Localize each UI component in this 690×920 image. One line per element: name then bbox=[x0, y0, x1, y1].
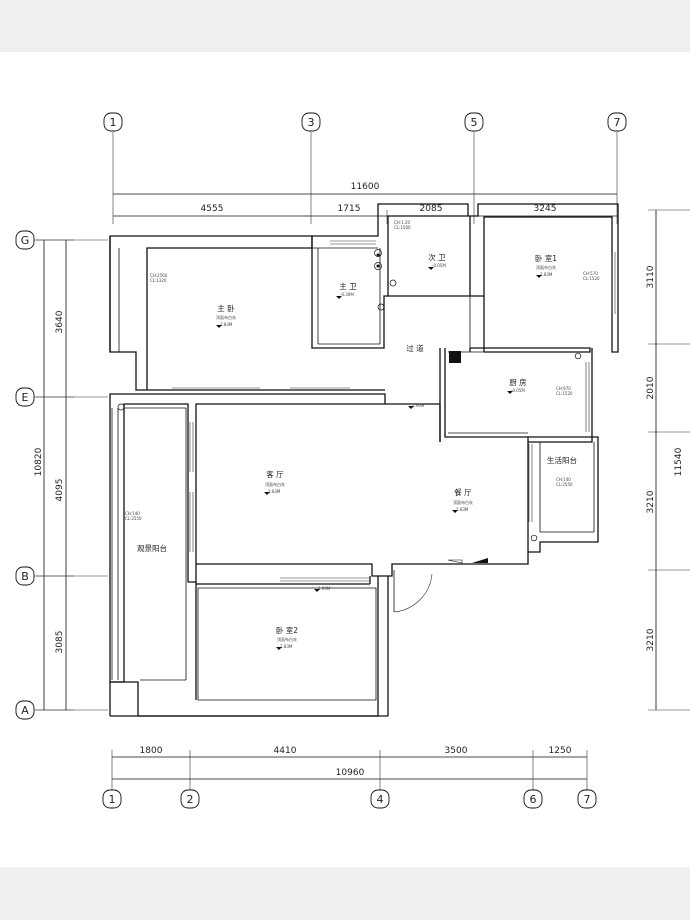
top-dim-3: 2085 bbox=[420, 204, 443, 214]
axis-bubble-top-3: 3 bbox=[308, 116, 315, 129]
service-balcony-label: 生活阳台 bbox=[547, 455, 577, 465]
axis-bubble-bottom-6: 6 bbox=[530, 793, 537, 806]
bottom-dimension-chain: 1800 4410 3500 1250 10960 bbox=[111, 746, 588, 792]
top-axis-bubbles: 1 3 5 7 bbox=[103, 112, 627, 132]
bedroom2-door-elev: 2.90M bbox=[318, 586, 331, 591]
bottom-dim-3: 3500 bbox=[445, 746, 468, 756]
right-total-dim: 11540 bbox=[674, 447, 684, 476]
bedroom2-label: 卧 室2 bbox=[276, 625, 298, 635]
right-dim-2: 2010 bbox=[646, 376, 656, 399]
living-elev: 2.83M bbox=[268, 489, 281, 494]
axis-bubble-left-a: A bbox=[21, 704, 29, 717]
second-bath-label: 次 卫 bbox=[428, 252, 446, 262]
top-dim-4: 3245 bbox=[534, 204, 557, 214]
drawing-sheet: 11600 4555 1715 2085 3245 1 3 5 7 1800 4… bbox=[0, 52, 690, 867]
room-corridor: 过 道 2.90M bbox=[406, 343, 425, 408]
room-second-bath: 次 卫 -0.05M CH:1.20 CL:1500 bbox=[394, 220, 446, 268]
view-balcony-cl: CL:2550 bbox=[125, 516, 142, 521]
axis-bubble-top-7: 7 bbox=[614, 116, 621, 129]
master-bedroom-note: 顶面布白灰 bbox=[216, 314, 236, 320]
bedroom1-note: 顶面布白灰 bbox=[536, 264, 556, 270]
top-dim-2: 1715 bbox=[338, 204, 361, 214]
left-axis-bubbles: G E B A bbox=[15, 230, 35, 720]
windows-and-doors bbox=[172, 240, 616, 613]
walls bbox=[109, 203, 619, 717]
view-balcony-ch: CH:140 bbox=[125, 511, 140, 516]
axis-bubble-bottom-1: 1 bbox=[109, 793, 116, 806]
bottom-axis-bubbles: 1 2 4 6 7 bbox=[102, 789, 597, 809]
room-bedroom-1: 卧 室1 顶面布白灰 2.83M CH:570 CL:1520 bbox=[535, 253, 600, 281]
living-label: 客 厅 bbox=[266, 469, 284, 479]
left-total-dim: 10820 bbox=[34, 447, 44, 476]
master-bedroom-elev: 2.83M bbox=[220, 322, 233, 327]
bedroom1-ch: CH:570 bbox=[583, 271, 598, 276]
axis-bubble-top-5: 5 bbox=[471, 116, 478, 129]
service-balcony-cl: CL:2550 bbox=[556, 482, 573, 487]
corridor-elev: 2.90M bbox=[412, 403, 425, 408]
left-dimension-chain: 10820 3640 4095 3085 bbox=[30, 239, 108, 711]
left-dim-3: 3085 bbox=[55, 631, 65, 654]
view-balcony-label: 观景阳台 bbox=[137, 543, 167, 553]
master-bedroom-ch: CH:2560 bbox=[150, 273, 168, 278]
right-dim-1: 3110 bbox=[646, 265, 656, 288]
room-dining: 餐 厅 顶面布白灰 2.83M bbox=[453, 488, 473, 512]
service-balcony-ch: CH:140 bbox=[556, 477, 571, 482]
living-note: 顶面布白灰 bbox=[265, 481, 285, 487]
kitchen-cl: CL:1520 bbox=[556, 391, 573, 396]
room-view-balcony: 观景阳台 CH:140 CL:2550 bbox=[125, 511, 167, 553]
master-bedroom-cl: CL:1320 bbox=[150, 278, 167, 283]
master-bath-label: 主 卫 bbox=[339, 281, 357, 291]
room-bedroom-2: 卧 室2 顶面布白灰 2.83M 2.90M bbox=[276, 586, 331, 649]
axis-bubble-left-g: G bbox=[21, 234, 30, 247]
axis-bubble-left-e: E bbox=[22, 391, 29, 404]
right-dimension-chain: 3110 2010 3210 3210 11540 bbox=[646, 209, 690, 711]
second-bath-cl: CL:1500 bbox=[394, 225, 411, 230]
room-living: 客 厅 顶面布白灰 2.83M bbox=[265, 469, 285, 494]
room-master-bedroom: 主 卧 顶面布白灰 2.83M CH:2560 CL:1320 bbox=[150, 273, 236, 327]
dining-note: 顶面布白灰 bbox=[453, 499, 473, 505]
bottom-dim-2: 4410 bbox=[274, 746, 297, 756]
right-dim-3: 3210 bbox=[646, 490, 656, 513]
room-service-balcony: 生活阳台 CH:140 CL:2550 bbox=[547, 455, 577, 487]
master-bedroom-label: 主 卧 bbox=[217, 303, 235, 313]
axis-bubble-bottom-4: 4 bbox=[377, 793, 384, 806]
kitchen-elev: -0.05M bbox=[511, 388, 525, 393]
floor-plan: 11600 4555 1715 2085 3245 1 3 5 7 1800 4… bbox=[15, 112, 690, 809]
left-dim-1: 3640 bbox=[55, 310, 65, 333]
top-total-dim: 11600 bbox=[351, 182, 380, 192]
corridor-label: 过 道 bbox=[406, 343, 424, 353]
bottom-dim-1: 1800 bbox=[140, 746, 163, 756]
bedroom2-note: 顶面布白灰 bbox=[277, 636, 297, 642]
kitchen-label: 厨 房 bbox=[509, 377, 526, 387]
dining-label: 餐 厅 bbox=[454, 488, 472, 497]
top-dim-1: 4555 bbox=[201, 204, 224, 214]
left-dim-2: 4095 bbox=[55, 479, 65, 502]
axis-bubble-bottom-7: 7 bbox=[584, 793, 591, 806]
bedroom1-cl: CL:1520 bbox=[583, 276, 600, 281]
room-kitchen: 厨 房 -0.05M CH:970 CL:1520 bbox=[509, 377, 573, 396]
bottom-dim-4: 1250 bbox=[549, 746, 572, 756]
bedroom1-label: 卧 室1 bbox=[535, 253, 557, 263]
top-dimension-chain: 11600 4555 1715 2085 3245 bbox=[112, 132, 618, 224]
bottom-total-dim: 10960 bbox=[336, 768, 365, 778]
fixture-symbols bbox=[117, 249, 582, 542]
axis-bubble-left-b: B bbox=[21, 570, 29, 583]
elevation-markers bbox=[216, 267, 542, 650]
master-bath-elev: -0.30M bbox=[340, 292, 354, 297]
bedroom2-elev: 2.83M bbox=[280, 644, 293, 649]
axis-bubble-bottom-2: 2 bbox=[187, 793, 194, 806]
second-bath-ch: CH:1.20 bbox=[394, 220, 411, 225]
second-bath-elev: -0.05M bbox=[432, 263, 446, 268]
bedroom1-elev: 2.83M bbox=[540, 272, 553, 277]
room-master-bath: 主 卫 -0.30M bbox=[339, 281, 357, 297]
dining-elev: 2.83M bbox=[456, 507, 469, 512]
kitchen-ch: CH:970 bbox=[556, 386, 571, 391]
right-dim-4: 3210 bbox=[646, 628, 656, 651]
axis-bubble-top-1: 1 bbox=[110, 116, 117, 129]
